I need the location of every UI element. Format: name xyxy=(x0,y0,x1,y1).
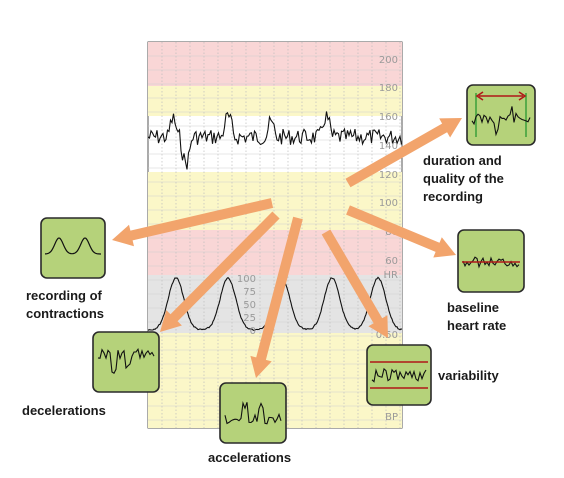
variability-icon xyxy=(366,344,432,406)
contractions-icon xyxy=(40,217,106,279)
fhr-unit-label: HR xyxy=(384,270,399,281)
label-variability: variability xyxy=(438,368,499,383)
decelerations-icon xyxy=(92,331,160,393)
labels: duration and quality of the recording re… xyxy=(22,153,508,465)
icon-frame xyxy=(457,229,525,293)
band-high-pink xyxy=(148,42,402,86)
label-contractions: recording of contractions xyxy=(26,288,105,321)
arrows xyxy=(112,118,462,378)
fhr-tick-label: 100 xyxy=(379,198,398,209)
fhr-tick-label: 140 xyxy=(379,141,398,152)
label-duration: duration and quality of the recording xyxy=(423,153,508,204)
band-low-pink xyxy=(148,230,402,275)
fhr-trace xyxy=(148,111,402,170)
toco-tick-label: 0 xyxy=(250,326,256,337)
arrow-baseline xyxy=(346,205,456,258)
arrow-accelerations xyxy=(250,216,303,378)
arrow-variability xyxy=(321,229,388,338)
duration-icon xyxy=(466,84,536,146)
label-baseline: baseline heart rate xyxy=(447,300,506,333)
fhr-tick-label: 200 xyxy=(379,55,398,66)
label-accelerations: accelerations xyxy=(208,450,291,465)
label-decelerations: decelerations xyxy=(22,403,106,418)
right-tick-label: BP xyxy=(385,412,398,423)
fhr-tick-label: 120 xyxy=(379,170,398,181)
icon-frame xyxy=(466,84,536,146)
toco-tick-label: 50 xyxy=(243,300,256,311)
icon-frame xyxy=(219,382,287,444)
toco-tick-label: 25 xyxy=(243,313,256,324)
band-high-yellow xyxy=(148,86,402,116)
toco-tick-label: 100 xyxy=(237,274,256,285)
arrow-contractions xyxy=(112,198,274,247)
fhr-tick-label: 160 xyxy=(379,112,398,123)
accelerations-icon xyxy=(219,382,287,444)
arrow-duration xyxy=(345,118,462,188)
fhr-tick-label: 180 xyxy=(379,83,398,94)
arrow-decelerations xyxy=(160,211,280,332)
icon-frame xyxy=(40,217,106,279)
toco-tick-label: 75 xyxy=(243,287,256,298)
icon-frame xyxy=(92,331,160,393)
baseline-icon xyxy=(457,229,525,293)
fhr-tick-label: 60 xyxy=(385,256,398,267)
